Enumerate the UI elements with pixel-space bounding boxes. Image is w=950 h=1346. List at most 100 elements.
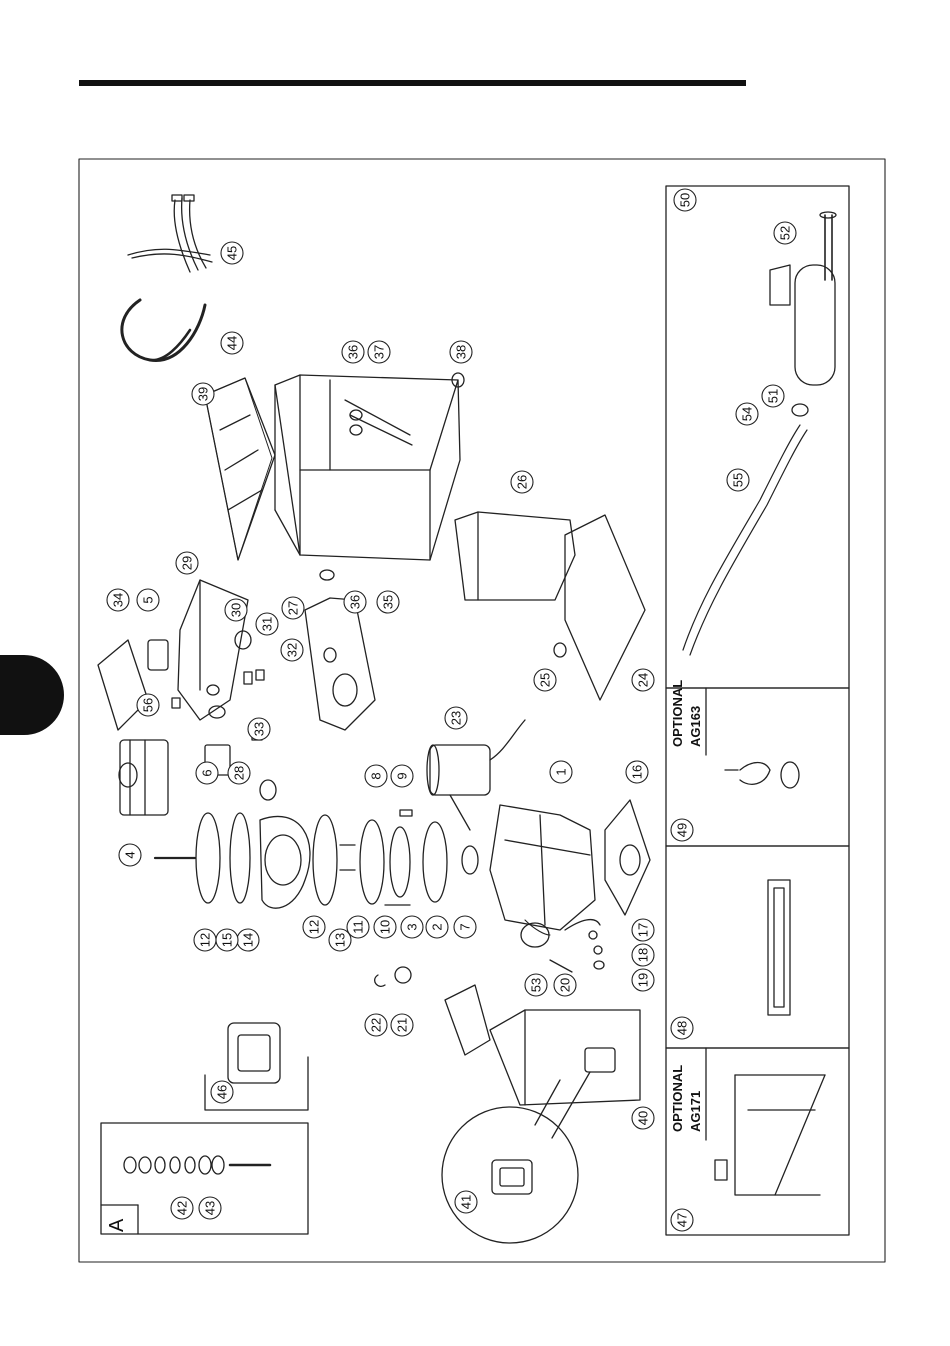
callout-number: 35 [381,595,396,609]
callout-35: 35 [377,591,399,613]
callout-22: 22 [365,1014,387,1036]
callout-number: 42 [175,1201,190,1215]
callout-1: 1 [550,761,572,783]
callout-53: 53 [525,974,547,996]
callout-number: 2 [430,923,445,930]
callout-number: 5 [141,596,156,603]
callout-50: 50 [674,189,696,211]
callout-number: 19 [636,973,651,987]
callout-15: 15 [216,929,238,951]
callout-44: 44 [221,332,243,354]
callout-33: 33 [248,718,270,740]
callout-number: 55 [731,473,746,487]
callout-number: 52 [778,226,793,240]
callout-30: 30 [225,599,247,621]
box-47-frame [715,1075,825,1195]
callout-11: 11 [347,916,369,938]
callout-42: 42 [171,1197,193,1219]
callout-14: 14 [237,929,259,951]
cabinet-frame [275,375,460,560]
callout-34: 34 [107,589,129,611]
callout-number: 47 [675,1213,690,1227]
optional-code-1: AG171 [688,1091,703,1132]
callout-number: 22 [369,1018,384,1032]
callout-number: 16 [630,765,645,779]
callout-54: 54 [736,403,758,425]
callout-43: 43 [199,1197,221,1219]
callout-9: 9 [391,765,413,787]
callout-31: 31 [256,613,278,635]
callout-number: 10 [378,920,393,934]
callout-number: 53 [529,978,544,992]
callout-36: 36 [342,341,364,363]
callout-13: 13 [329,929,351,951]
callout-3: 3 [401,916,423,938]
callout-number: 36 [346,345,361,359]
callout-number: 15 [220,933,235,947]
callout-46: 46 [211,1081,233,1103]
callout-number: 40 [636,1111,651,1125]
callout-number: 44 [225,336,240,350]
callout-32: 32 [281,639,303,661]
callout-38: 38 [450,341,472,363]
optional-code-2: AG163 [688,706,703,747]
callout-2: 2 [426,916,448,938]
callout-29: 29 [176,552,198,574]
callout-number: 26 [515,475,530,489]
callout-number: 31 [260,617,275,631]
callout-52: 52 [774,222,796,244]
callout-number: 30 [229,603,244,617]
callout-number: 32 [285,643,300,657]
callout-number: 39 [196,387,211,401]
callout-number: 50 [678,193,693,207]
callout-number: 4 [123,851,138,858]
callout-number: 48 [675,1021,690,1035]
callout-number: 6 [200,769,215,776]
callout-47: 47 [671,1209,693,1231]
callout-number: 51 [766,389,781,403]
callout-number: 13 [333,933,348,947]
callout-27: 27 [282,597,304,619]
callout-number: 18 [636,948,651,962]
callout-number: 12 [307,920,322,934]
section-letter: A [106,1219,129,1232]
box-50-parts [683,212,836,655]
callout-41: 41 [455,1191,477,1213]
callout-45: 45 [221,242,243,264]
callout-19: 19 [632,969,654,991]
callout-49: 49 [671,819,693,841]
callout-number: 45 [225,246,240,260]
callout-18: 18 [632,944,654,966]
bolt-stack-A [124,1156,270,1174]
muffler-23 [427,720,525,830]
engine-1 [490,805,595,930]
callout-16: 16 [626,761,648,783]
rotor-stack [155,810,478,908]
callout-17: 17 [632,919,654,941]
callout-number: 14 [241,933,256,947]
callout-number: 41 [459,1195,474,1209]
callout-number: 8 [369,772,384,779]
callout-10: 10 [374,916,396,938]
callout-number: 20 [558,978,573,992]
callout-25: 25 [534,669,556,691]
callout-number: 49 [675,823,690,837]
callout-24: 24 [632,669,654,691]
callout-number: 43 [203,1201,218,1215]
callout-51: 51 [762,385,784,407]
callout-number: 29 [180,556,195,570]
callout-5: 5 [137,589,159,611]
callout-7: 7 [454,916,476,938]
callout-23: 23 [445,707,467,729]
callout-number: 28 [232,766,247,780]
callout-number: 56 [141,698,156,712]
callout-28: 28 [228,762,250,784]
optional-label-1: OPTIONAL [670,1065,685,1132]
callout-number: 12 [198,933,213,947]
callout-number: 11 [351,920,366,934]
callout-number: 54 [740,407,755,421]
box-50 [666,186,849,688]
callout-20: 20 [554,974,576,996]
callout-number: 21 [395,1018,410,1032]
